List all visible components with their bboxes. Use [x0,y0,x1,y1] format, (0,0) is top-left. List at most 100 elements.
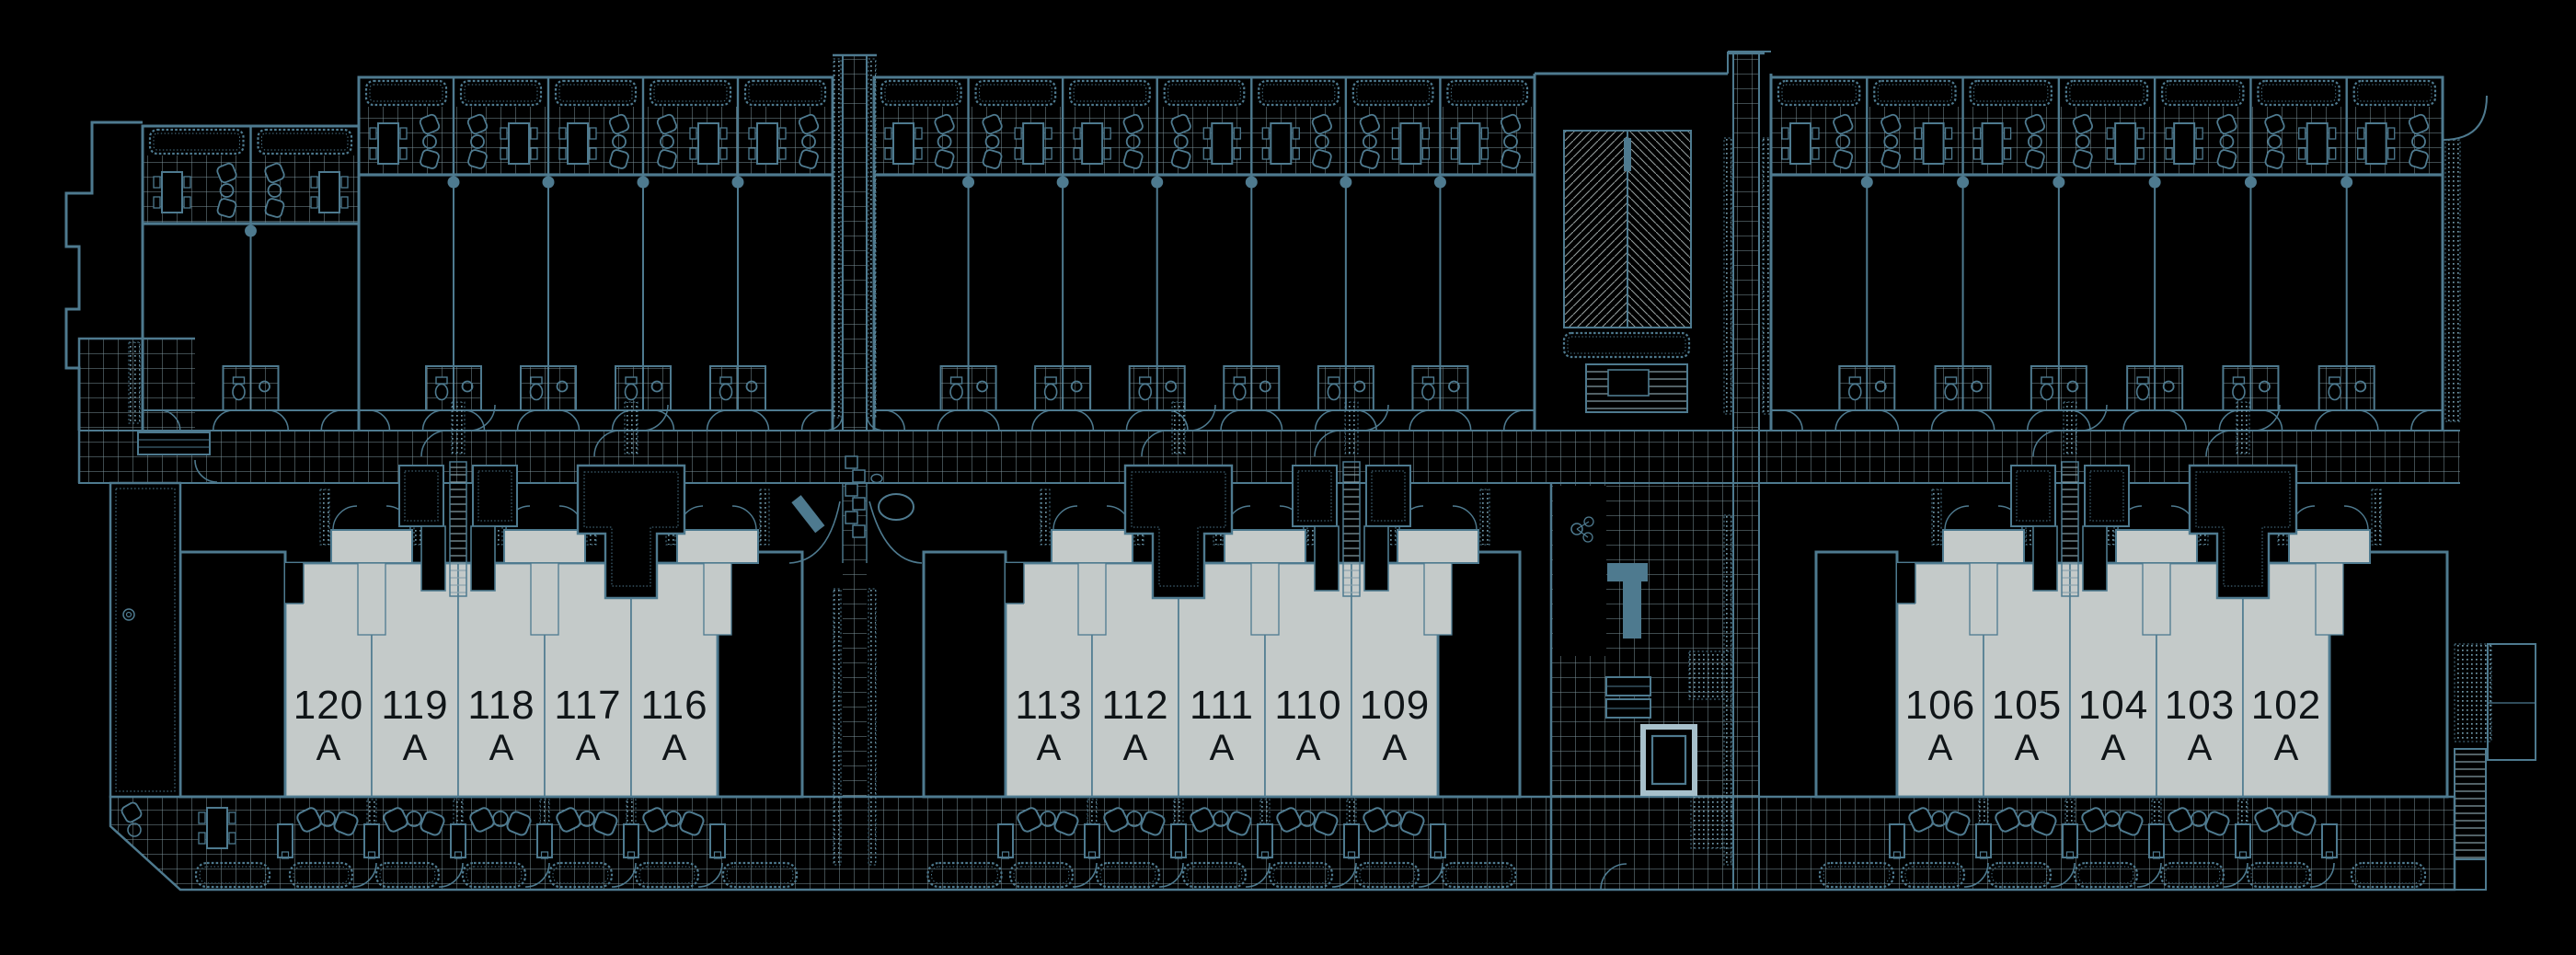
planter-hedge [1562,331,1691,359]
unit-labels: 120A119A118A117A116A113A112A111A110A109A… [293,683,2321,768]
table-icon [318,171,340,213]
chair-icon [1833,113,1854,135]
unit-118[interactable] [457,562,546,798]
unit-number: 102 [2251,683,2321,728]
patio-chair-icon [296,807,322,833]
planting-strip [1040,489,1051,546]
planting-strip [2371,489,2382,546]
chair-icon [1501,149,1521,169]
sink-icon [1353,380,1366,393]
planting-strip [128,341,141,424]
planting-strip [1259,799,1271,824]
planting-strip [1173,799,1184,824]
planter-hedge [880,79,962,107]
table-icon [2114,122,2137,165]
planting-strip [1762,137,1771,415]
planting-strip [1931,489,1942,546]
toilet-icon [2328,383,2342,401]
chair-icon [2409,149,2429,169]
unsold-unit [1814,550,1899,799]
gate-post [2148,823,2165,858]
sink-icon [1165,380,1178,393]
entry-path [449,461,467,597]
sink-icon [2354,380,2367,393]
unit-number: 120 [293,683,363,728]
mailbox-kiosk [1607,563,1648,581]
table-icon [1211,122,1234,165]
unit-105[interactable] [1983,562,2071,798]
table-icon [1081,122,1104,165]
planter-hedge [2246,861,2312,889]
sink-icon [976,380,988,393]
unit-plan-letter: A [2188,728,2213,768]
unit-119[interactable] [371,562,459,798]
chair-icon [2264,149,2285,169]
unit-103[interactable] [2156,562,2244,798]
patio-chair-icon [1908,807,1934,833]
planter-hedge [1986,861,2053,889]
table-icon [2306,122,2329,165]
sink-icon [1874,380,1887,393]
table-icon [1458,122,1481,165]
garden-path [1733,53,1759,890]
table-icon [377,122,399,165]
planter-hedge [649,79,732,107]
planter-hedge [1354,861,1420,889]
gate-post [1343,823,1360,858]
stepping-stone [852,469,866,483]
planter-hedge [1777,79,1861,107]
planter-hedge [2257,79,2340,107]
gate-post [450,823,466,858]
stepping-stone [852,497,866,511]
unit-plan-letter: A [2015,728,2040,768]
planting-strip [2151,799,2162,824]
table-icon [2173,122,2196,165]
sink-icon [1971,380,1983,393]
gate-post [277,823,293,858]
sink-icon [2066,380,2079,393]
planter-hedge [1351,79,1434,107]
patio-chair-icon [469,807,495,833]
chair-icon [2408,113,2430,135]
table-icon [1270,122,1293,165]
unit-entry [503,529,586,564]
toilet-icon [624,383,638,401]
unit-plan-letter: A [1123,728,1148,768]
unit-number: 113 [1015,683,1082,728]
chair-icon [934,113,955,135]
chair-icon [264,198,285,218]
unit-entry [2115,529,2198,564]
planter-hedge [2159,861,2225,889]
gate-post [1975,823,1992,858]
unit-plan-letter: A [403,728,428,768]
planting-strip [1479,489,1490,546]
planter-hedge [1069,79,1151,107]
sink-icon [1070,380,1083,393]
gate-post [1257,823,1273,858]
site-furniture [121,58,2492,891]
planting-strip [2444,139,2461,422]
toilet-icon [1421,383,1435,401]
chair-icon [608,113,630,135]
unit-104[interactable] [2069,562,2157,798]
chair-icon [467,149,488,169]
unit-number: 109 [1360,683,1430,728]
planter-hedge [374,861,441,889]
unit-112[interactable] [1091,562,1179,798]
table-icon [697,122,719,165]
patio-chair-icon [2254,807,2280,833]
planting-strip [1978,799,1989,824]
chair-icon [216,198,237,218]
planting-strip [1723,137,1732,415]
unit-110[interactable] [1264,562,1352,798]
unit-plan-letter: A [1296,728,1321,768]
gate-post [997,823,1014,858]
unit-number: 116 [640,683,707,728]
planter-hedge [2064,79,2149,107]
chair-icon [264,162,285,184]
gate-post [1430,823,1446,858]
unit-entry [2288,529,2371,564]
unit-plan-letter: A [489,728,514,768]
chair-icon [419,113,441,135]
toilet-icon [1138,383,1153,401]
